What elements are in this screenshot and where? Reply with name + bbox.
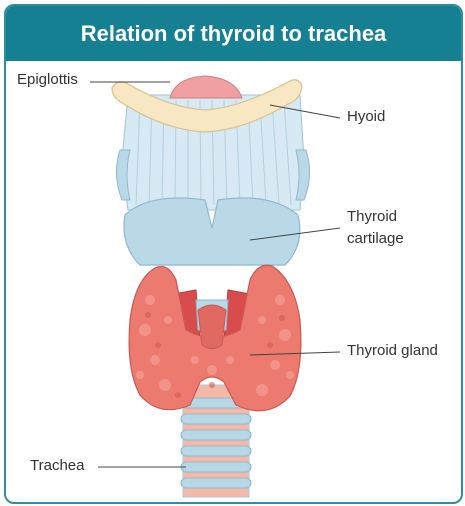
label-trachea: Trachea [30,456,84,476]
label-thyroid-gland: Thyroid gland [347,341,438,361]
label-thyroid-cartilage-line2: cartilage [347,229,404,249]
epiglottis-shape [170,76,242,98]
label-epiglottis: Epiglottis [17,70,78,90]
label-hyoid: Hyoid [347,107,385,127]
label-thyroid-cartilage-line1: Thyroid [347,207,397,227]
